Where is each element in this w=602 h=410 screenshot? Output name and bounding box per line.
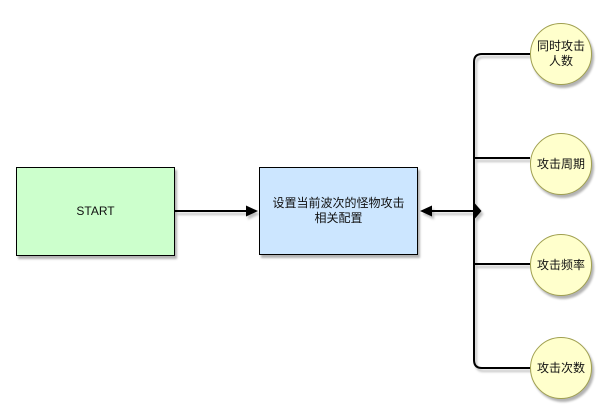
start-node-label: START xyxy=(76,204,115,218)
tree-junction-marker xyxy=(475,203,482,219)
config-node[interactable]: 设置当前波次的怪物攻击相关配置 xyxy=(259,167,418,255)
arrowhead-into-config-right xyxy=(420,205,432,217)
leaf-node-label: 攻击次数 xyxy=(536,360,585,375)
config-node-label: 设置当前波次的怪物攻击相关配置 xyxy=(272,196,405,225)
leaf-node-label: 攻击周期 xyxy=(536,156,585,171)
edge-tree-trunk xyxy=(473,53,530,369)
leaf-node-attack-frequency[interactable]: 攻击频率 xyxy=(530,234,592,296)
start-node[interactable]: START xyxy=(16,167,175,256)
arrowhead-into-config-left xyxy=(246,205,258,217)
leaf-node-attack-cycle[interactable]: 攻击周期 xyxy=(530,133,592,195)
leaf-node-label: 攻击频率 xyxy=(536,257,585,272)
leaf-node-label: 同时攻击人数 xyxy=(536,39,585,68)
leaf-node-attack-count[interactable]: 攻击次数 xyxy=(530,337,592,399)
leaf-node-simultaneous-attackers[interactable]: 同时攻击人数 xyxy=(530,23,592,85)
